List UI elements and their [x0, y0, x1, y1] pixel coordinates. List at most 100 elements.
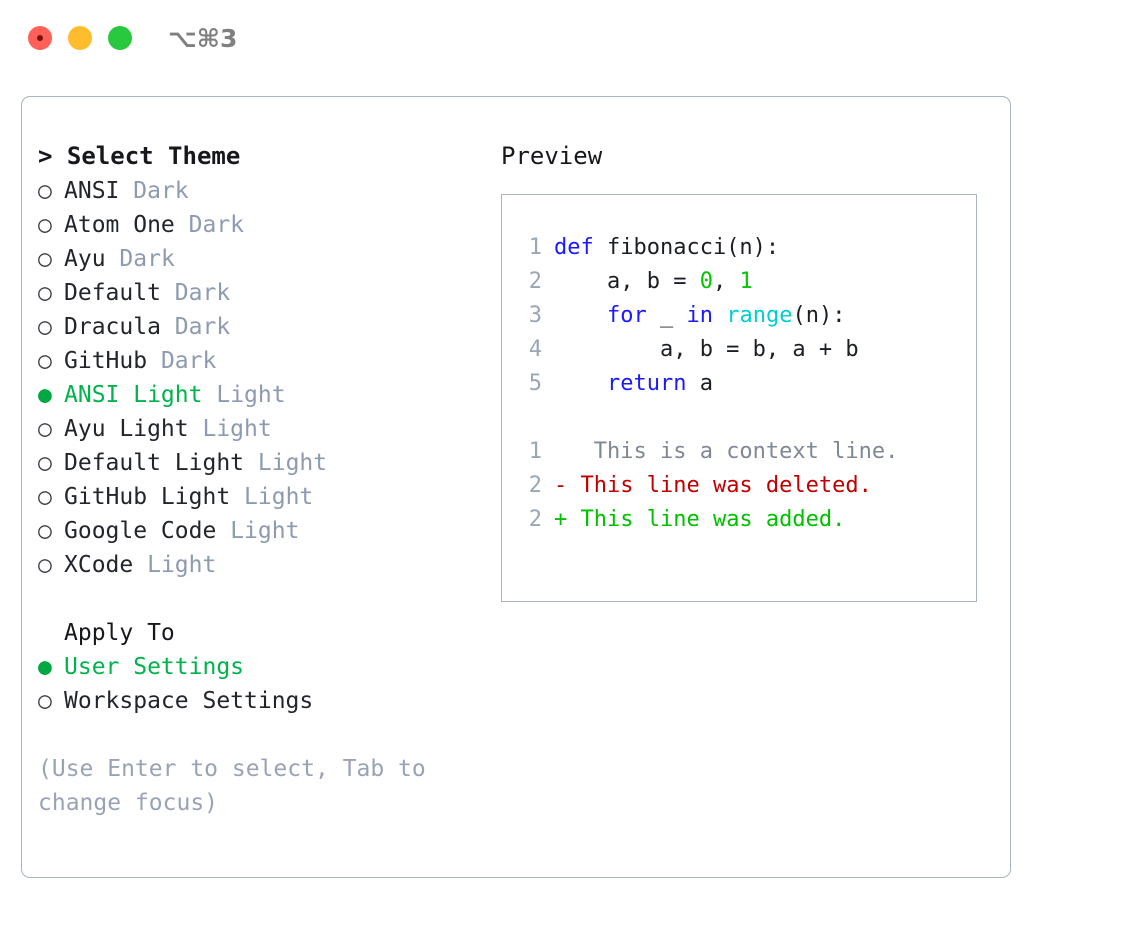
code-token-kw: for [606, 303, 647, 328]
code-line-number: 2 [528, 269, 542, 294]
theme-variant-badge: Light [202, 416, 272, 442]
diff-line-number: 1 [528, 439, 542, 464]
apply-to-option-user-settings[interactable]: ●User Settings [38, 650, 468, 684]
theme-option-github-light[interactable]: ○ GitHub Light Light [38, 480, 468, 514]
select-theme-header: > Select Theme [38, 142, 241, 170]
theme-list: ○ ANSI Dark ○ Atom One Dark ○ Ayu Dark ○ Defaul… [38, 174, 468, 582]
theme-option-ayu[interactable]: ○ Ayu Dark [38, 242, 468, 276]
diff-text: This line was added. [567, 507, 846, 532]
code-token-txt: , [712, 269, 740, 294]
code-token-txt [554, 371, 607, 396]
radio-unselected-icon: ○ [38, 314, 52, 340]
apply-to-title: Apply To [64, 620, 175, 646]
code-line-number: 4 [528, 337, 542, 362]
code-line-number: 3 [528, 303, 542, 328]
theme-variant-badge: Dark [174, 280, 231, 306]
radio-unselected-icon: ○ [38, 246, 52, 272]
theme-picker-column: > Select Theme ○ANSI Dark○Atom One Dark○… [38, 138, 468, 820]
diff-text: This line was deleted. [567, 473, 872, 498]
radio-unselected-icon: ○ [38, 416, 52, 442]
diff-line-ctx: 1 This is a context line. [520, 435, 976, 469]
code-token-num: 1 [739, 269, 753, 294]
theme-variant-badge: Dark [133, 178, 189, 204]
theme-option-github[interactable]: ○GitHub Dark [38, 344, 468, 378]
diff-sign: + [554, 507, 568, 532]
diff-text: This is a context line. [567, 439, 899, 464]
radio-unselected-icon: ○ [38, 212, 52, 238]
code-token-txt: a [686, 371, 713, 396]
code-token-num: 0 [699, 269, 713, 294]
apply-to-label: Workspace Settings [64, 688, 314, 714]
diff-line-add: 2 + This line was added. [520, 503, 976, 537]
radio-unselected-icon: ○ [38, 552, 52, 578]
theme-name-label: Google Code [64, 518, 217, 544]
theme-name-label: XCode [64, 552, 134, 578]
code-token-txt: _ [646, 303, 687, 328]
theme-variant-badge: Light [230, 518, 300, 544]
code-line-number: 5 [528, 371, 542, 396]
theme-name-label: GitHub Light [64, 484, 231, 510]
theme-name-label: Ayu [64, 246, 106, 272]
code-token-txt: a, b = b, a + b [554, 337, 859, 362]
maximize-button[interactable] [108, 26, 132, 50]
theme-option-ayu-light[interactable]: ○ Ayu Light Light [38, 412, 468, 446]
theme-option-ansi-light[interactable]: ●ANSI Light Light [38, 378, 468, 412]
close-button[interactable] [28, 26, 52, 50]
title-bar: ⌥⌘3 [0, 0, 1140, 78]
theme-variant-badge: Light [147, 552, 217, 578]
theme-option-google-code[interactable]: ○ Google Code Light [38, 514, 468, 548]
theme-variant-badge: Light [257, 450, 328, 476]
theme-option-atom-one[interactable]: ○ Atom One Dark [38, 208, 468, 242]
code-token-kw: return [606, 371, 687, 396]
code-token-txt: fibonacci(n): [606, 235, 780, 260]
diff-line-number: 2 [528, 473, 542, 498]
code-line: 3 for _ in range(n): [520, 299, 976, 333]
apply-to-label: User Settings [64, 654, 245, 680]
theme-name-label: Dracula [64, 314, 161, 340]
theme-name-label: Default Light [64, 450, 245, 476]
apply-to-option-workspace-settings[interactable]: ○ Workspace Settings [38, 684, 468, 718]
diff-line-del: 2- This line was deleted. [520, 469, 976, 503]
minimize-button[interactable] [68, 26, 92, 50]
apply-to-list: ●User Settings ○ Workspace Settings [38, 650, 468, 718]
diff-sample: 1 This is a context line.2- This line wa… [520, 435, 976, 537]
preview-title: Preview [501, 142, 603, 170]
code-token-txt [554, 303, 607, 328]
radio-unselected-icon: ○ [38, 178, 52, 204]
theme-variant-badge: Light [244, 484, 314, 510]
radio-unselected-icon: ○ [38, 280, 52, 306]
keyboard-shortcut-label: ⌥⌘3 [168, 24, 238, 53]
code-token-txt: (n): [792, 303, 846, 328]
theme-option-default-light[interactable]: ○ Default Light Light [38, 446, 468, 480]
code-token-kw: in [686, 303, 713, 328]
theme-option-dracula[interactable]: ○Dracula Dark [38, 310, 468, 344]
theme-variant-badge: Dark [188, 212, 245, 238]
theme-name-label: Default [64, 280, 161, 306]
theme-name-label: Atom One [64, 212, 175, 238]
code-line: 5 return a [520, 367, 976, 401]
diff-line-number: 2 [528, 507, 542, 532]
code-token-txt: a, b = [554, 269, 700, 294]
theme-name-label: ANSI [64, 178, 120, 204]
theme-name-label: GitHub [64, 348, 148, 374]
code-token-fn: range [726, 303, 793, 328]
theme-variant-badge: Dark [119, 246, 175, 272]
theme-name-label: Ayu Light [64, 416, 189, 442]
radio-unselected-icon: ○ [38, 450, 52, 476]
theme-option-ansi[interactable]: ○ ANSI Dark [38, 174, 468, 208]
theme-option-default[interactable]: ○ Default Dark [38, 276, 468, 310]
diff-sign: - [554, 473, 568, 498]
code-token-kw: def [554, 235, 607, 260]
radio-unselected-icon: ○ [38, 484, 52, 510]
diff-sign [554, 439, 567, 464]
theme-variant-badge: Light [216, 382, 286, 408]
theme-option-xcode[interactable]: ○ XCode Light [38, 548, 468, 582]
code-line: 2 a, b = 0, 1 [520, 265, 976, 299]
radio-unselected-icon: ○ [38, 688, 52, 714]
code-token-txt [713, 303, 726, 328]
radio-unselected-icon: ○ [38, 518, 52, 544]
